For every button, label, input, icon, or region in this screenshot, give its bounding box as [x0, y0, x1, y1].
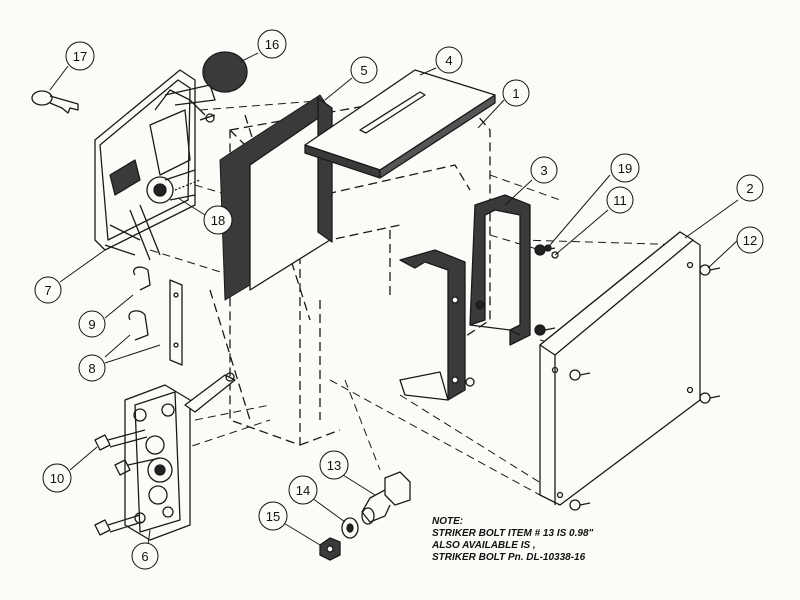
callout-15: 15	[258, 501, 288, 531]
bolts-part-10	[94, 429, 161, 536]
svg-text:12: 12	[743, 233, 757, 248]
svg-text:6: 6	[141, 549, 148, 564]
gasket-part-5	[219, 94, 333, 301]
key-part-17	[31, 90, 79, 114]
callout-13: 13	[319, 450, 349, 480]
callout-7: 7	[34, 276, 62, 304]
svg-text:10: 10	[50, 471, 64, 486]
callout-16: 16	[257, 29, 287, 59]
striker-bolt-part-13	[361, 471, 411, 525]
svg-text:9: 9	[88, 317, 95, 332]
callout-18: 18	[203, 205, 233, 235]
screws-right	[465, 244, 721, 511]
svg-text:18: 18	[211, 213, 225, 228]
callout-1: 1	[502, 79, 530, 107]
svg-text:15: 15	[266, 509, 280, 524]
svg-text:14: 14	[296, 483, 310, 498]
bracket-part-3	[469, 194, 531, 346]
note-line-3: STRIKER BOLT Pn. DL-10338-16	[432, 552, 586, 563]
callout-8: 8	[78, 354, 106, 382]
bracket-center	[399, 249, 466, 401]
callout-5: 5	[350, 56, 378, 84]
svg-text:11: 11	[613, 193, 627, 208]
callout-19: 19	[610, 153, 640, 183]
callout-2: 2	[736, 174, 764, 202]
note-block: NOTE: STRIKER BOLT ITEM # 13 IS 0.98" AL…	[432, 516, 593, 564]
cover-plate-part-2	[539, 231, 701, 506]
callout-17: 17	[65, 41, 95, 71]
lock-assembly-part-7	[94, 69, 216, 261]
callout-4: 4	[435, 46, 463, 74]
top-plate-part-4	[304, 69, 496, 179]
svg-text:8: 8	[88, 361, 95, 376]
knob-part-16	[202, 51, 248, 93]
note-line-2: ALSO AVAILABLE IS ,	[432, 540, 536, 551]
clip-part-9a	[133, 266, 151, 291]
note-heading: NOTE:	[432, 516, 464, 527]
hardware-part-19-11	[544, 244, 559, 259]
callout-6: 6	[131, 542, 159, 570]
svg-text:13: 13	[327, 458, 341, 473]
callout-10: 10	[42, 463, 72, 493]
callout-14: 14	[288, 475, 318, 505]
nut-part-15	[319, 537, 341, 561]
callout-12: 12	[736, 226, 764, 254]
svg-text:19: 19	[618, 161, 632, 176]
svg-text:2: 2	[746, 181, 753, 196]
svg-text:7: 7	[44, 283, 51, 298]
washer-part-14	[341, 517, 359, 539]
callout-11: 11	[606, 186, 634, 214]
svg-text:4: 4	[445, 53, 452, 68]
callouts: 1 2 3 4 5 6 7 8 9 10 11 12 13 14 15 16 1…	[34, 29, 764, 570]
callout-3: 3	[530, 156, 558, 184]
svg-text:17: 17	[73, 49, 87, 64]
clip-part-9b	[128, 310, 149, 341]
svg-text:5: 5	[360, 63, 367, 78]
svg-text:1: 1	[512, 86, 519, 101]
leader-lines	[49, 52, 739, 546]
callout-9a: 9	[78, 310, 106, 338]
note-line-1: STRIKER BOLT ITEM # 13 IS 0.98"	[432, 528, 594, 539]
latch-body-part-6	[124, 372, 236, 541]
strip-part-8	[169, 279, 183, 366]
svg-text:16: 16	[265, 37, 279, 52]
explode-lines	[149, 99, 691, 496]
svg-text:3: 3	[540, 163, 547, 178]
